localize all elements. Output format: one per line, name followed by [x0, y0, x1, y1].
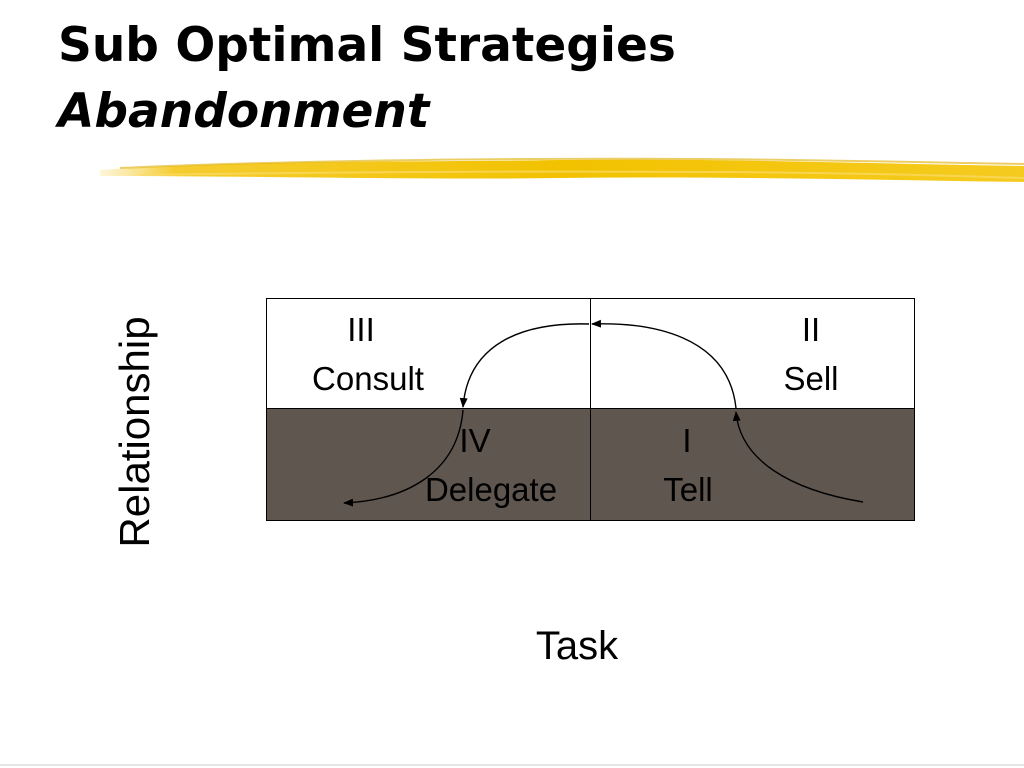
footer-divider	[0, 764, 1024, 766]
quadrant-sell-numeral: II	[801, 311, 821, 348]
x-axis-label: Task	[535, 624, 619, 668]
quadrant-delegate-numeral: IV	[459, 422, 491, 459]
curve-consult-to-delegate	[459, 323, 590, 408]
slide-title: Sub Optimal Strategies	[58, 18, 676, 73]
quadrant-tell-label: Tell	[663, 471, 713, 508]
y-axis-label: Relationship	[111, 316, 158, 548]
curve-tell-to-sell	[732, 411, 864, 503]
slide-subtitle: Abandonment	[58, 84, 430, 139]
quadrant-sell-box	[590, 298, 915, 409]
quadrant-sell-label: Sell	[783, 360, 839, 397]
quadrant-delegate-label: Delegate	[424, 471, 558, 508]
curve-sell-to-consult	[591, 319, 737, 409]
quadrant-consult-label: Consult	[312, 360, 424, 397]
yellow-brush-stroke	[100, 157, 1024, 182]
curve-delegate-exit	[343, 409, 464, 507]
quadrant-tell-numeral: I	[682, 422, 692, 459]
quadrant-consult-numeral: III	[347, 311, 375, 348]
